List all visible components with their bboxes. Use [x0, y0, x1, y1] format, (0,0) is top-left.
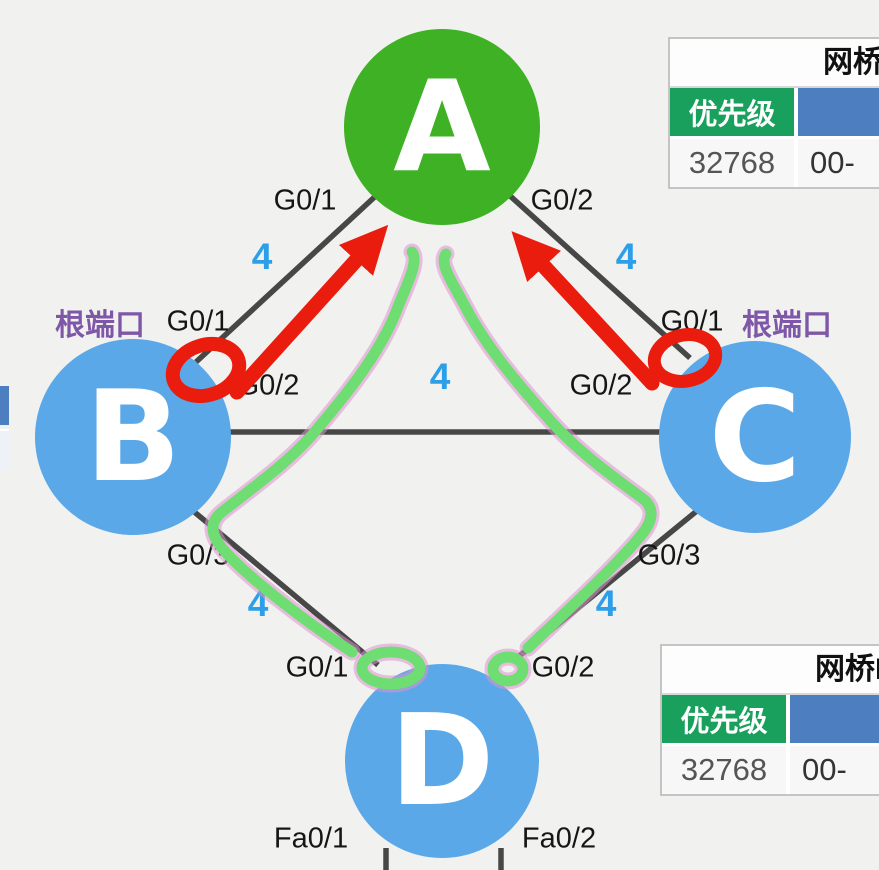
red-circle-b-g01 [165, 337, 247, 403]
cost-label-c-a: 4 [615, 236, 637, 277]
mac-value-cell: 00- [798, 139, 879, 187]
mac-value-cell: 00- [790, 746, 879, 794]
bridge-table-bottom: 网桥ID 优先级 32768 00- [660, 644, 879, 796]
left-table-fragment-light [0, 429, 9, 470]
priority-value-cell: 32768 [662, 746, 790, 794]
port-label-c-g03: G0/3 [637, 539, 701, 572]
switch-a-node: A [344, 29, 540, 225]
port-label-a-g01: G0/1 [273, 184, 337, 217]
green-loop-d-g01 [356, 646, 426, 690]
red-circle-c-g01 [647, 328, 723, 388]
left-table-fragment-blue [0, 386, 9, 425]
green-path-right [438, 248, 657, 654]
switch-c-label: C [708, 363, 802, 510]
cost-label-c-d: 4 [595, 583, 617, 624]
switch-d-label: D [389, 687, 495, 834]
switch-b-label: B [84, 363, 182, 510]
port-label-c-g02: G0/2 [569, 369, 633, 402]
bridge-table-bottom-title: 网桥ID [662, 646, 879, 693]
port-label-a-g02: G0/2 [530, 184, 594, 217]
bridge-table-top-title: 网桥ID [670, 39, 879, 86]
red-arrow-b-to-a [229, 224, 389, 400]
green-path-left [207, 246, 420, 658]
port-label-d-g02: G0/2 [531, 651, 595, 684]
link-c-a [506, 191, 692, 361]
red-arrow-c-to-a [511, 231, 660, 391]
priority-header-cell: 优先级 [662, 695, 790, 743]
port-label-b-g01: G0/1 [166, 305, 230, 338]
port-label-d-fa01: Fa0/1 [273, 822, 349, 855]
link-b-a [194, 189, 382, 365]
switch-c-node: C [659, 341, 851, 533]
root-port-label-c: 根端口 [742, 309, 832, 342]
switch-b-node: B [35, 339, 231, 535]
switch-d-node: D [345, 664, 539, 858]
mac-header-cell [798, 88, 879, 136]
root-port-label-b: 根端口 [55, 309, 145, 342]
green-path-right-fringe [435, 245, 660, 657]
mac-header-cell [790, 695, 879, 743]
priority-header-cell: 优先级 [670, 88, 798, 136]
bridge-table-top: 网桥ID 优先级 32768 00- [668, 37, 879, 189]
port-label-d-g01: G0/1 [285, 651, 349, 684]
cost-label-b-a: 4 [251, 236, 273, 277]
green-loop-d-g02 [487, 651, 529, 687]
port-label-d-fa02: Fa0/2 [521, 822, 597, 855]
cost-label-b-c: 4 [429, 356, 451, 397]
switch-a-label: A [393, 53, 491, 200]
priority-value-cell: 32768 [670, 139, 798, 187]
